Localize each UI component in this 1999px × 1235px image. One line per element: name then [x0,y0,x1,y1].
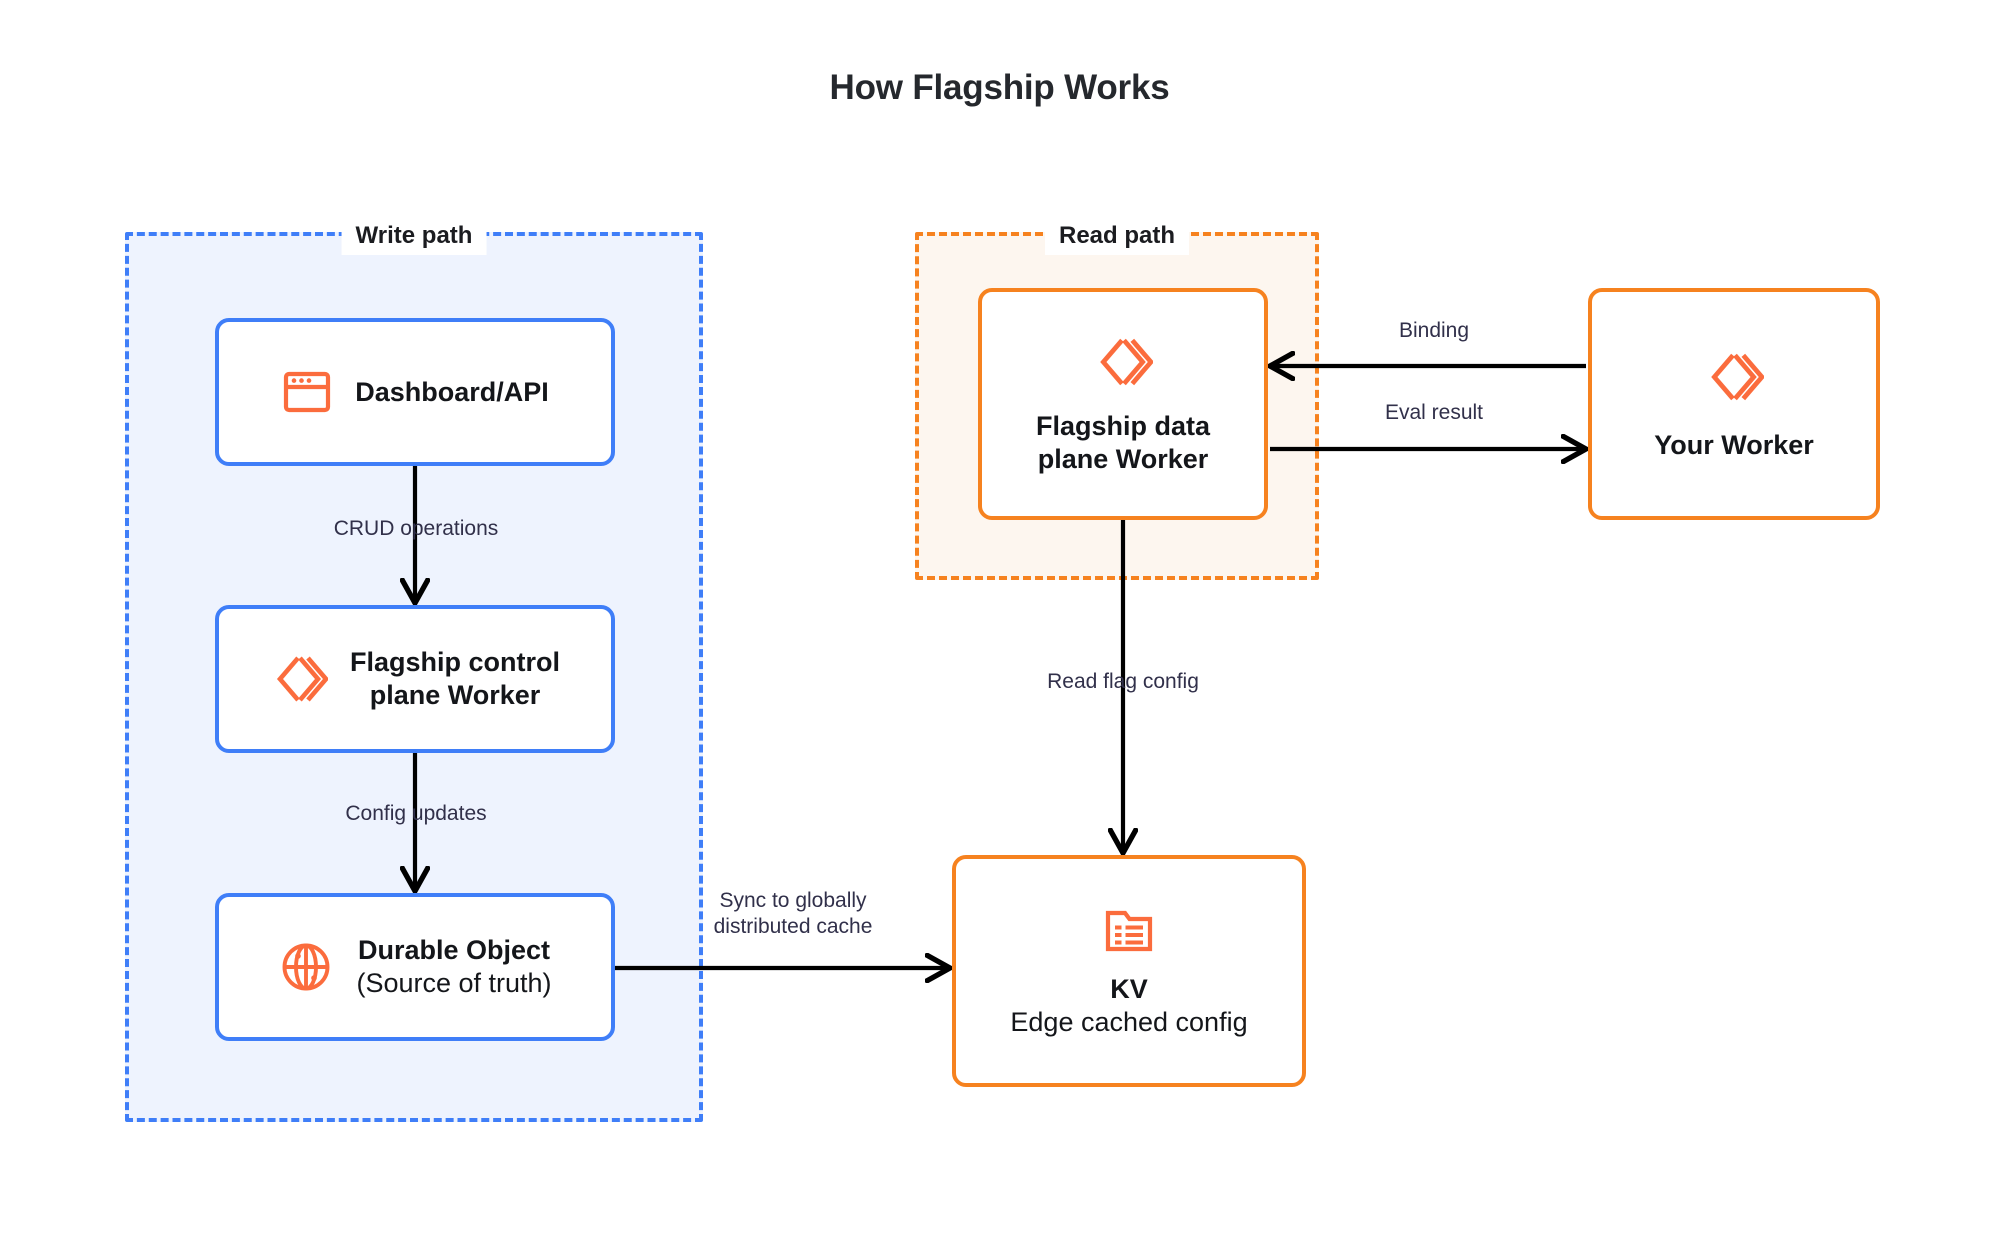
edge-label-read-flag-config: Read flag config [1047,670,1199,693]
node-your-worker-title: Your Worker [1654,429,1814,460]
edge-label-sync-to-cache: Sync to globally distributed cache [713,889,873,939]
page-title: How Flagship Works [829,68,1170,107]
cloudflare-workers-icon [270,650,330,708]
node-durable-object[interactable]: Durable Object (Source of truth) [215,893,615,1041]
edge-label-eval-result: Eval result [1384,401,1484,424]
kv-folder-list-icon [1101,903,1157,959]
node-flagship-control-plane-worker[interactable]: Flagship control plane Worker [215,605,615,753]
edge-label-config-updates: Config updates [345,802,487,825]
node-dashboard-api-title: Dashboard/API [355,376,549,407]
group-read-path-label: Read path [1044,217,1190,255]
cloudflare-workers-icon [1093,332,1155,392]
node-kv[interactable]: KV Edge cached config [952,855,1306,1087]
node-durable-object-subtitle: (Source of truth) [356,968,552,998]
edge-label-binding: Binding [1398,319,1470,342]
edge-label-crud-operations: CRUD operations [333,517,499,540]
node-flagship-data-plane-worker-title: Flagship data plane Worker [1035,411,1211,474]
node-flagship-control-plane-worker-title: Flagship control plane Worker [349,647,560,710]
browser-window-icon [281,366,333,418]
group-write-path-label: Write path [341,217,487,255]
globe-icon [278,939,334,995]
cloudflare-workers-icon [1704,347,1766,407]
node-kv-title: KV [1110,974,1148,1005]
node-flagship-data-plane-worker[interactable]: Flagship data plane Worker [978,288,1268,520]
node-kv-subtitle: Edge cached config [1010,1007,1248,1037]
node-your-worker[interactable]: Your Worker [1588,288,1880,520]
node-durable-object-title: Durable Object [357,935,551,966]
node-dashboard-api[interactable]: Dashboard/API [215,318,615,466]
